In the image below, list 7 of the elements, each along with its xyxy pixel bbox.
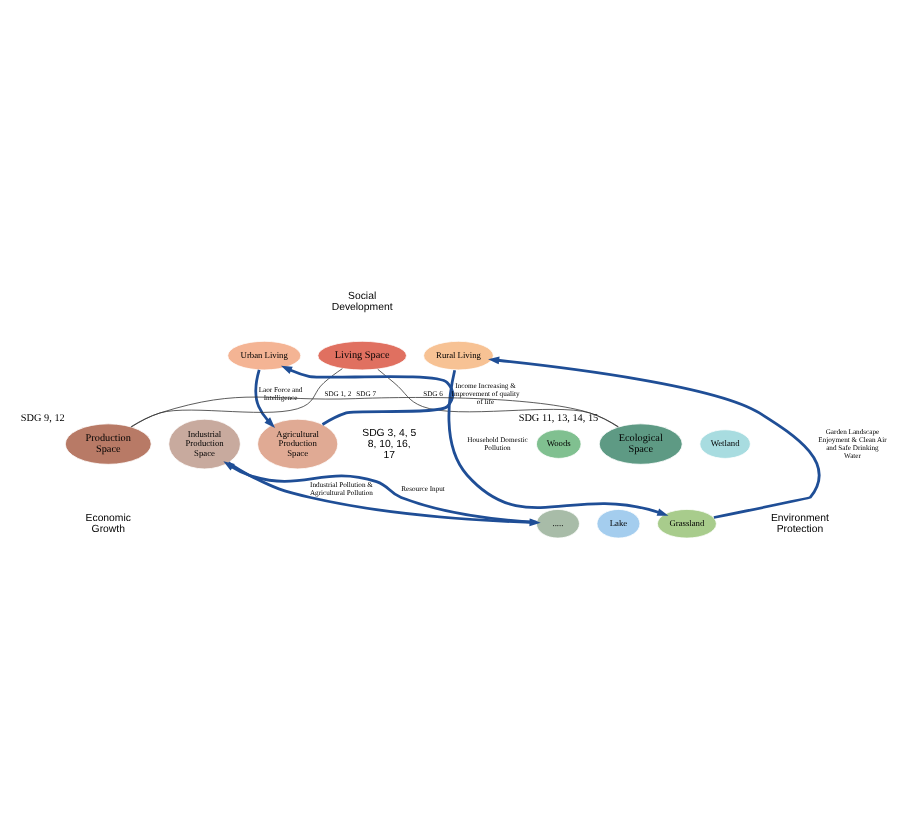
connector bbox=[130, 368, 343, 428]
arrow bbox=[447, 369, 669, 516]
arrow bbox=[488, 356, 821, 519]
arrow bbox=[254, 369, 276, 428]
connector bbox=[130, 396, 619, 428]
connector bbox=[377, 368, 619, 428]
arrow bbox=[280, 365, 455, 426]
